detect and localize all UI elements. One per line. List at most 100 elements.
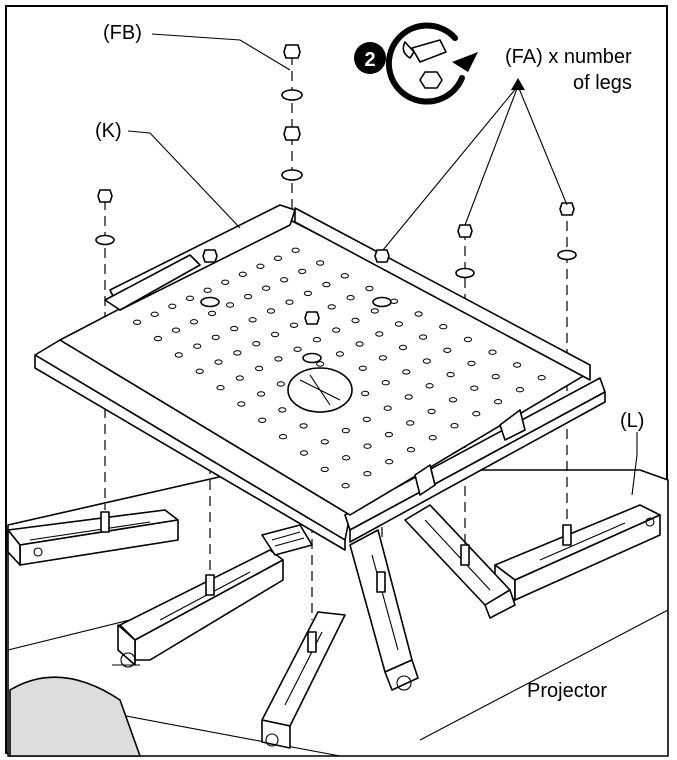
tray-hole	[278, 434, 288, 440]
tray-hole	[203, 287, 212, 293]
tray-hole	[463, 336, 472, 343]
tray-hole	[375, 331, 384, 337]
label-fb: (FB)	[103, 22, 142, 44]
tray-hole	[513, 362, 522, 368]
tray-hole	[299, 423, 308, 429]
tray-hole	[280, 277, 289, 283]
tray-hole	[342, 455, 351, 461]
tray-hole	[362, 416, 371, 423]
tray-hole	[425, 383, 434, 389]
step-number: 2	[364, 49, 375, 71]
leg-bracket-left	[7, 509, 179, 566]
tray-hole	[358, 365, 367, 371]
tray-hole	[193, 343, 202, 349]
tray-hole	[244, 293, 253, 300]
tray-hole	[312, 337, 321, 343]
tray-hole	[258, 417, 267, 423]
tray-hole	[150, 311, 159, 317]
tray-hole	[448, 397, 458, 403]
tray-hole	[291, 247, 300, 254]
tray-hole	[316, 361, 325, 367]
tray-hole	[298, 268, 307, 275]
hardware-fa-stack	[372, 202, 577, 308]
tray-hole	[428, 435, 437, 441]
label-projector: Projector	[527, 680, 608, 702]
tray-hole	[257, 391, 266, 397]
tray-hole	[226, 302, 235, 308]
tray-hole	[214, 359, 223, 365]
label-k: (K)	[95, 120, 122, 142]
tray-hole	[168, 303, 177, 309]
tray-hole	[195, 368, 204, 374]
tray-hole	[361, 390, 370, 397]
leg-bracket-front-center	[261, 611, 346, 749]
tray-hole	[394, 321, 403, 327]
tray-hole	[537, 375, 546, 381]
tray-hole	[262, 285, 271, 291]
tray-hole	[363, 443, 372, 449]
tray-hole	[427, 408, 436, 415]
wrench-rotate-icon	[385, 22, 478, 105]
tray-hole	[491, 373, 500, 380]
hardware-center-stack	[302, 311, 322, 364]
tray-hole	[406, 447, 416, 453]
tray-hole	[185, 295, 195, 301]
threaded-studs	[100, 511, 572, 653]
tray-hole	[414, 311, 423, 317]
tray-hole	[422, 358, 431, 364]
tray-hole	[322, 281, 331, 288]
tray-hole	[276, 381, 285, 387]
leg-bracket-front-center-right	[349, 529, 419, 691]
tray-hole	[278, 407, 287, 413]
tray-hole	[363, 471, 372, 477]
tray-hole	[320, 466, 329, 473]
tray-hole	[355, 341, 364, 347]
tray-hole	[238, 271, 247, 277]
tray-hole	[316, 260, 325, 266]
tray-hole	[378, 355, 387, 361]
tray-hole	[266, 308, 276, 314]
tray-hole	[419, 334, 428, 340]
tray-hole	[383, 405, 392, 411]
tray-hole	[470, 385, 479, 391]
leg-bracket-right-center	[404, 504, 516, 619]
tray-hole	[402, 369, 411, 375]
tray-hole	[211, 334, 220, 341]
tray-hole	[273, 255, 283, 261]
tray-hole	[450, 423, 459, 429]
tray-hole	[340, 273, 349, 279]
tray-hole	[303, 290, 312, 297]
tray-hole	[221, 279, 230, 285]
tray-hole	[252, 341, 261, 347]
tray-hole	[332, 327, 341, 333]
tray-hole	[133, 319, 142, 325]
tray-hole	[472, 411, 481, 417]
tray-hole	[385, 459, 394, 465]
tray-hole	[381, 380, 390, 386]
tray-hole	[494, 399, 503, 405]
tray-hole	[320, 439, 329, 445]
tray-hole	[370, 308, 379, 314]
tray-hole	[446, 371, 455, 378]
tray-hole	[406, 420, 415, 426]
leader-lines	[127, 33, 638, 496]
tray-hole	[299, 450, 308, 456]
tray-hole	[515, 387, 525, 393]
label-l: (L)	[620, 410, 645, 432]
tray-hole	[285, 299, 294, 305]
hardware-fb-stack	[281, 44, 303, 181]
tray-hole	[341, 427, 350, 434]
tray-hole	[216, 385, 225, 391]
tray-hole	[443, 347, 452, 353]
leg-bracket-front-left	[112, 549, 284, 668]
tray-hole	[271, 331, 280, 338]
tray-hole	[289, 322, 299, 328]
tray-hole	[439, 324, 448, 330]
tray-hole	[189, 319, 199, 325]
tray-hole	[404, 394, 413, 400]
tray-hole	[255, 365, 264, 372]
tray-hole	[237, 401, 246, 407]
tray-hole	[230, 325, 239, 332]
